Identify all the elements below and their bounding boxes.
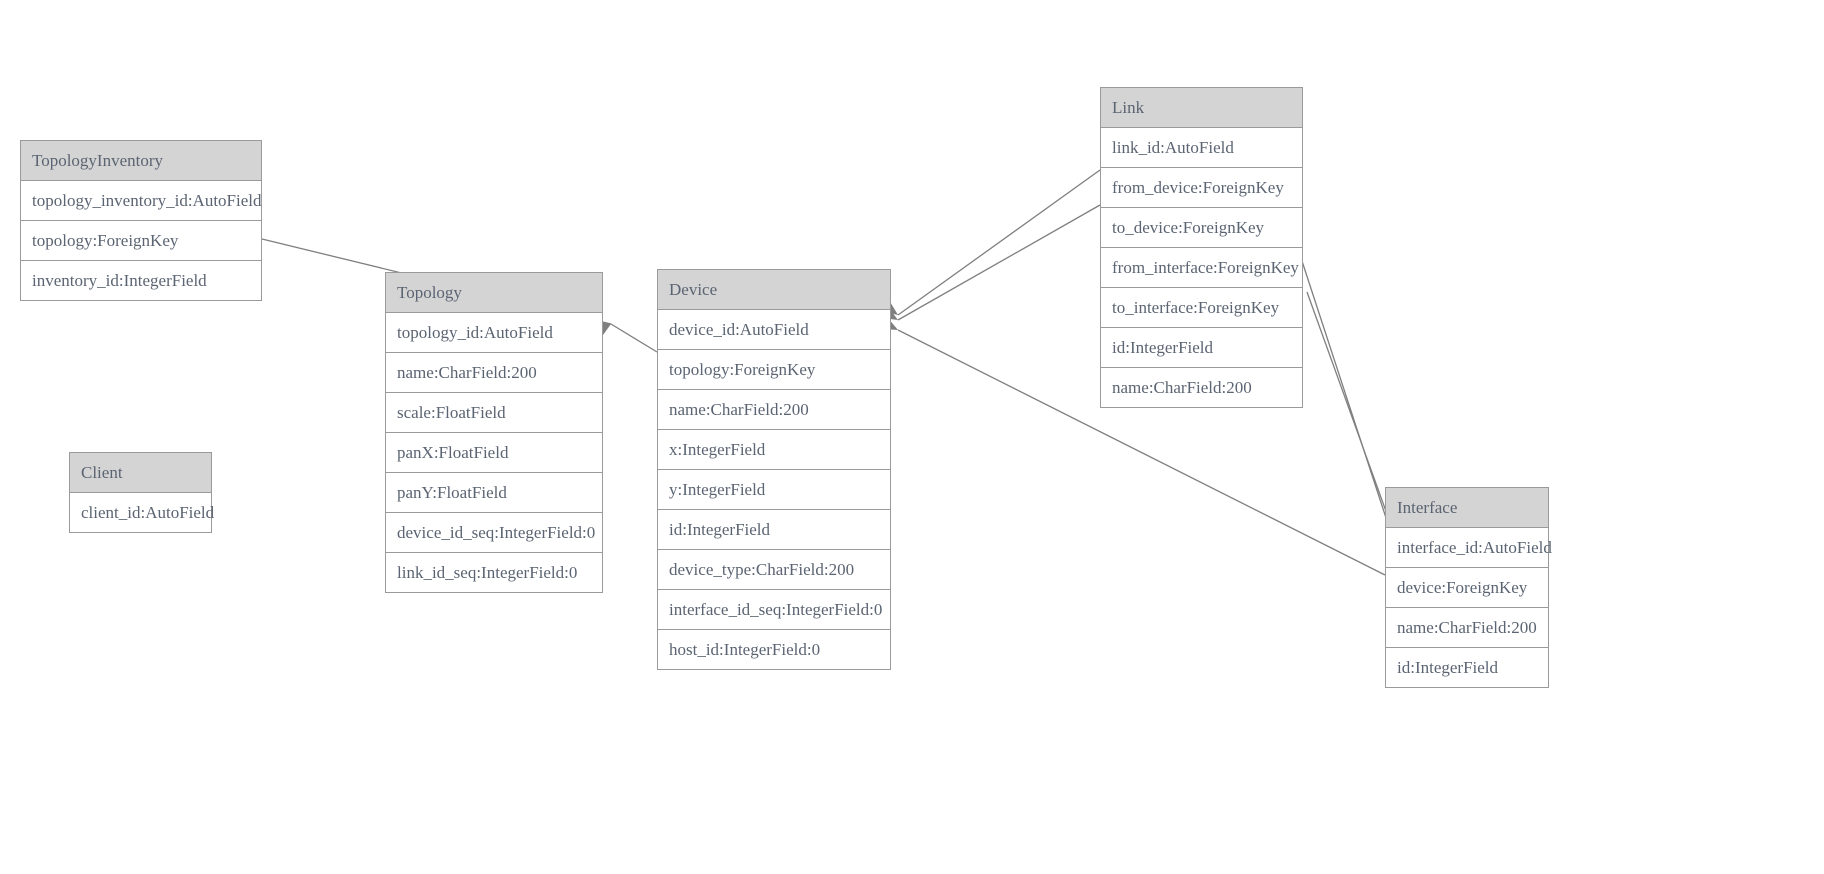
entity-field-row[interactable]: host_id:IntegerField:0	[658, 630, 890, 669]
entity-field-row[interactable]: id:IntegerField	[1386, 648, 1548, 687]
entity-field-row[interactable]: device:ForeignKey	[1386, 568, 1548, 608]
entity-field-row[interactable]: id:IntegerField	[1101, 328, 1302, 368]
entity-field-row[interactable]: panY:FloatField	[386, 473, 602, 513]
relationship-line	[897, 204, 1101, 321]
relationship-line	[1306, 291, 1393, 529]
entity-field-row[interactable]: inventory_id:IntegerField	[21, 261, 261, 300]
entity-title-topology_inventory: TopologyInventory	[21, 141, 261, 181]
entity-field-row[interactable]: name:CharField:200	[658, 390, 890, 430]
entity-field-row[interactable]: name:CharField:200	[386, 353, 602, 393]
entity-title-link: Link	[1101, 88, 1302, 128]
entity-field-row[interactable]: client_id:AutoField	[70, 493, 214, 532]
entity-field-row[interactable]: y:IntegerField	[658, 470, 890, 510]
entity-field-row[interactable]: device_id:AutoField	[658, 310, 890, 350]
entity-field-row[interactable]: topology_id:AutoField	[386, 313, 602, 353]
entity-title-topology: Topology	[386, 273, 602, 313]
entity-field-row[interactable]: topology:ForeignKey	[21, 221, 261, 261]
entity-field-row[interactable]: to_device:ForeignKey	[1101, 208, 1302, 248]
edge-link-to-device[interactable]	[869, 204, 1101, 330]
relationship-line	[897, 169, 1101, 316]
entity-field-row[interactable]: scale:FloatField	[386, 393, 602, 433]
entity-title-device: Device	[658, 270, 890, 310]
entity-field-row[interactable]: device_type:CharField:200	[658, 550, 890, 590]
entity-field-row[interactable]: link_id_seq:IntegerField:0	[386, 553, 602, 592]
entity-field-row[interactable]: device_id_seq:IntegerField:0	[386, 513, 602, 553]
entity-field-row[interactable]: x:IntegerField	[658, 430, 890, 470]
entity-field-row[interactable]: name:CharField:200	[1101, 368, 1302, 407]
entity-field-row[interactable]: interface_id_seq:IntegerField:0	[658, 590, 890, 630]
relationship-line	[610, 323, 658, 353]
entity-field-row[interactable]: name:CharField:200	[1386, 608, 1548, 648]
entity-field-row[interactable]: id:IntegerField	[658, 510, 890, 550]
entity-field-row[interactable]: from_device:ForeignKey	[1101, 168, 1302, 208]
entity-field-row[interactable]: topology:ForeignKey	[658, 350, 890, 390]
entity-field-row[interactable]: interface_id:AutoField	[1386, 528, 1552, 568]
edge-link-from-device[interactable]	[870, 169, 1101, 324]
entity-field-row[interactable]: from_interface:ForeignKey	[1101, 248, 1302, 288]
entity-field-row[interactable]: link_id:AutoField	[1101, 128, 1302, 168]
entity-title-interface: Interface	[1386, 488, 1548, 528]
entity-field-row[interactable]: to_interface:ForeignKey	[1101, 288, 1302, 328]
entity-title-client: Client	[70, 453, 211, 493]
relationship-line	[1300, 257, 1389, 525]
entity-field-row[interactable]: panX:FloatField	[386, 433, 602, 473]
entity-field-row[interactable]: topology_inventory_id:AutoField	[21, 181, 262, 221]
